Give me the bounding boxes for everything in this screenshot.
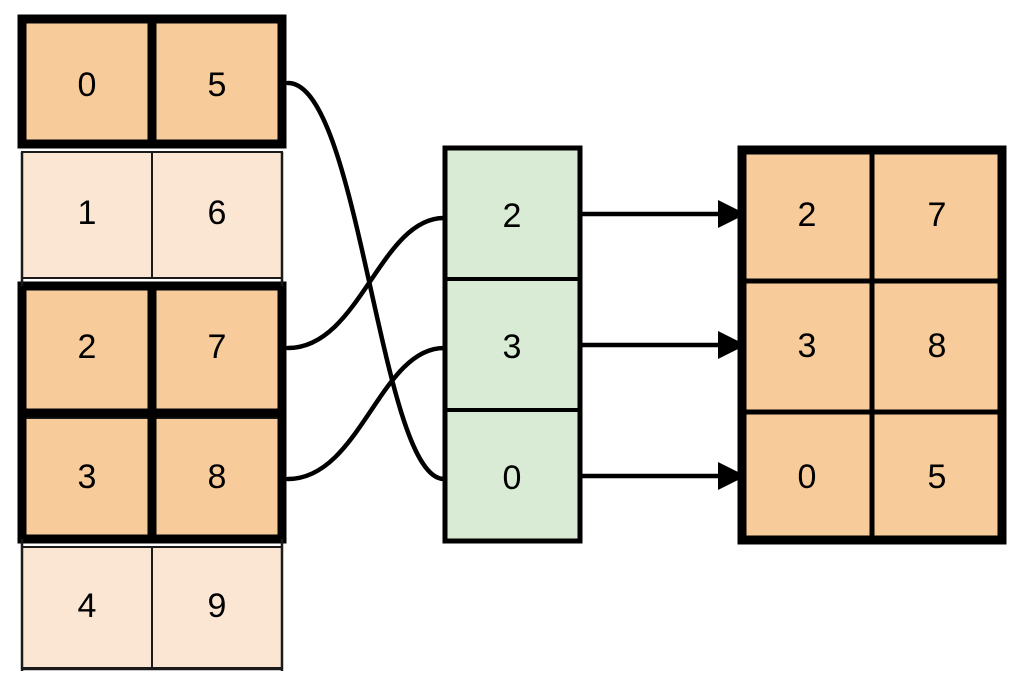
result-cell-label: 0 xyxy=(798,458,817,496)
source-cell-label: 5 xyxy=(208,66,227,104)
result-cell-0-1-bg[interactable] xyxy=(871,149,1003,282)
source-table-frame xyxy=(20,152,284,671)
result-cell-1-0-bg[interactable] xyxy=(741,280,873,413)
source-rows-2-3-highlight-outline xyxy=(17,281,287,544)
arrow-index1-to-result-row1 xyxy=(581,331,746,359)
source-cell-label: 8 xyxy=(208,458,227,496)
connector-source-row3-to-index1 xyxy=(285,345,447,482)
index-cell-label: 2 xyxy=(503,197,522,235)
result-cell-2-0-bg[interactable] xyxy=(741,411,873,541)
source-row-3[interactable]: 3 8 xyxy=(21,417,283,540)
source-cell-label: 1 xyxy=(78,194,97,232)
source-cell-0-1-bg xyxy=(151,18,283,145)
source-cell-label: 3 xyxy=(78,458,97,496)
source-row-1[interactable]: 1 6 xyxy=(21,151,283,279)
index-cell-label: 0 xyxy=(503,459,522,497)
index-cell-label: 3 xyxy=(503,328,522,366)
result-cell-0-0-bg[interactable] xyxy=(741,149,873,282)
result-cell-label: 8 xyxy=(928,327,947,365)
source-row-0[interactable]: 0 5 xyxy=(17,14,287,149)
source-cell-label: 9 xyxy=(208,587,227,625)
source-cell-label: 6 xyxy=(208,194,227,232)
source-row-4[interactable]: 4 9 xyxy=(21,546,283,669)
source-cell-1-0-bg xyxy=(21,151,153,279)
source-cell-label: 2 xyxy=(78,328,97,366)
connector-group xyxy=(285,80,447,482)
arrow-head-icon xyxy=(718,462,746,490)
source-cell-4-1-bg xyxy=(151,546,283,669)
source-cell-2-1-bg xyxy=(151,285,283,413)
source-cell-1-1-bg xyxy=(151,151,283,279)
source-cell-label: 0 xyxy=(78,66,97,104)
result-cell-label: 5 xyxy=(928,458,947,496)
arrow-head-icon xyxy=(718,200,746,228)
result-cell-1-1-bg[interactable] xyxy=(871,280,1003,413)
source-cell-label: 7 xyxy=(208,328,227,366)
arrow-index2-to-result-row2 xyxy=(581,462,746,490)
result-cell-label: 2 xyxy=(798,196,817,234)
index-column: 2 3 0 xyxy=(442,145,583,544)
arrow-group xyxy=(581,200,746,490)
source-cell-3-1-bg xyxy=(151,417,283,540)
result-cell-label: 3 xyxy=(798,327,817,365)
index-cell-0-bg[interactable] xyxy=(444,147,581,280)
arrow-index0-to-result-row0 xyxy=(581,200,746,228)
result-cell-label: 7 xyxy=(928,196,947,234)
source-table: 0 5 1 6 2 7 3 8 xyxy=(17,14,287,671)
source-cell-label: 4 xyxy=(78,587,97,625)
arrow-head-icon xyxy=(718,331,746,359)
result-table: 2 7 3 8 0 5 xyxy=(737,145,1007,545)
index-column-outline xyxy=(442,145,583,544)
connector-source-row2-to-index0 xyxy=(285,215,447,351)
